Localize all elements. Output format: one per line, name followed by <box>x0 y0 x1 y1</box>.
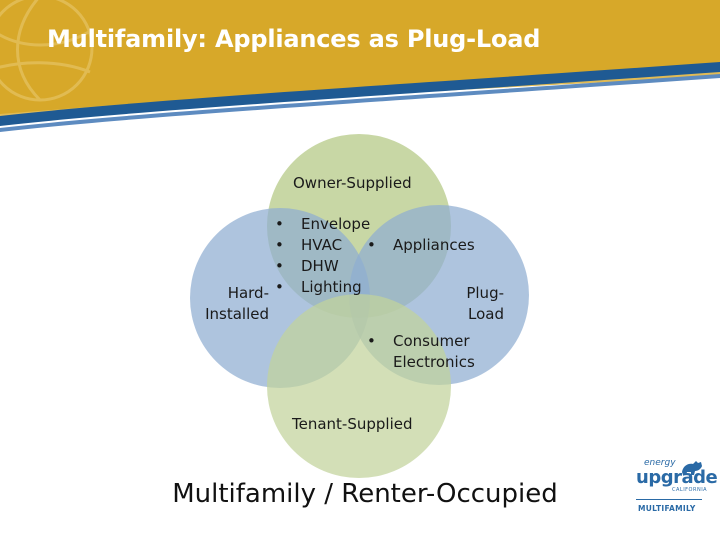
header-banner <box>0 0 720 132</box>
globe-icon <box>0 0 94 102</box>
list-item-line: Electronics <box>393 353 475 371</box>
logo-line: CALIFORNIA <box>672 487 708 493</box>
list-item-line: Consumer <box>393 332 470 350</box>
list-item: DHW <box>275 256 370 277</box>
energy-upgrade-logo: energy upgrade CALIFORNIA MULTIFAMILY <box>632 458 718 518</box>
logo-line: energy <box>644 458 676 468</box>
tenant-supplied-label: Tenant-Supplied <box>292 415 413 433</box>
hard-installed-label-line: Hard- <box>227 284 269 302</box>
slide-caption: Multifamily / Renter-Occupied <box>172 479 558 509</box>
hard-installed-label: Hard- Installed <box>196 283 269 325</box>
logo-divider <box>636 499 702 500</box>
owner-plug-list: Appliances <box>367 235 475 256</box>
bear-icon <box>682 461 702 475</box>
list-item: Envelope <box>275 214 370 235</box>
plug-load-label-line: Plug- <box>466 284 504 302</box>
list-item: Consumer Electronics <box>367 331 475 373</box>
plug-load-label: Plug- Load <box>444 283 504 325</box>
logo-line: upgrade <box>636 467 718 488</box>
tenant-supplied-circle <box>267 294 451 478</box>
list-item: HVAC <box>275 235 370 256</box>
list-item: Appliances <box>367 235 475 256</box>
slide-title: Multifamily: Appliances as Plug-Load <box>47 25 541 53</box>
hard-installed-label-line: Installed <box>205 305 269 323</box>
list-item: Lighting <box>275 277 370 298</box>
plug-load-label-line: Load <box>468 305 504 323</box>
logo-line: MULTIFAMILY <box>638 504 696 513</box>
tenant-plug-list: Consumer Electronics <box>367 331 475 373</box>
owner-supplied-label: Owner-Supplied <box>293 174 412 192</box>
owner-hard-list: Envelope HVAC DHW Lighting <box>275 214 370 298</box>
